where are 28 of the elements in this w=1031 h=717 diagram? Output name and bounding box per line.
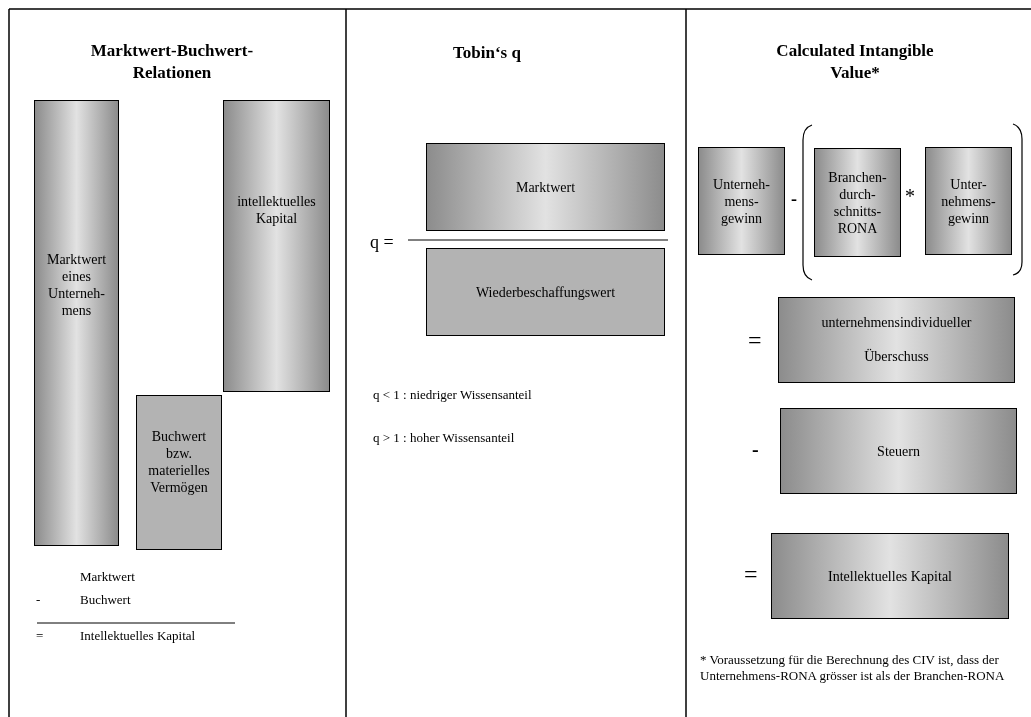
equals-sign: = (36, 627, 45, 645)
value-box: Branchen- durch- schnitts- RONA (814, 148, 901, 257)
value-box: Steuern (780, 408, 1017, 494)
formula-term: Marktwert (80, 568, 136, 586)
equals-sign: = (744, 560, 759, 589)
value-box: unternehmensindividueller Überschuss (778, 297, 1015, 383)
formula-result: Intellektuelles Kapital (80, 627, 197, 645)
value-box: Buchwert bzw. materielles Vermögen (136, 395, 222, 550)
interpretation-note: q < 1 : niedriger Wissensanteil (373, 386, 533, 404)
interpretation-note: q > 1 : hoher Wissensanteil (373, 429, 516, 447)
column-heading: Calculated Intangible Value* (775, 40, 935, 84)
footnote: * Voraussetzung für die Berechnung des CIV ist, dass der Unternehmens-RONA grösser ist als der Branchen-RONA (700, 652, 1006, 684)
minus-sign: - (752, 437, 760, 462)
column-heading: Marktwert-Buchwert- Relationen (89, 40, 255, 84)
minus-sign: - (36, 591, 42, 609)
formula-label: q = (370, 231, 395, 254)
value-box: Marktwert eines Unterneh- mens (34, 100, 119, 546)
value-box: intellektuelles Kapital (223, 100, 330, 392)
value-box: Intellektuelles Kapital (771, 533, 1009, 619)
value-box: Wiederbeschaffungswert (426, 248, 665, 336)
value-box: Unterneh- mens- gewinn (698, 147, 785, 255)
multiply-sign: * (905, 184, 916, 209)
minus-sign: - (791, 188, 798, 211)
value-box: Unter- nehmens- gewinn (925, 147, 1012, 255)
column-heading: Tobin‘s q (452, 42, 522, 64)
value-box: Marktwert (426, 143, 665, 231)
formula-term: Buchwert (80, 591, 132, 609)
equals-sign: = (748, 326, 763, 355)
